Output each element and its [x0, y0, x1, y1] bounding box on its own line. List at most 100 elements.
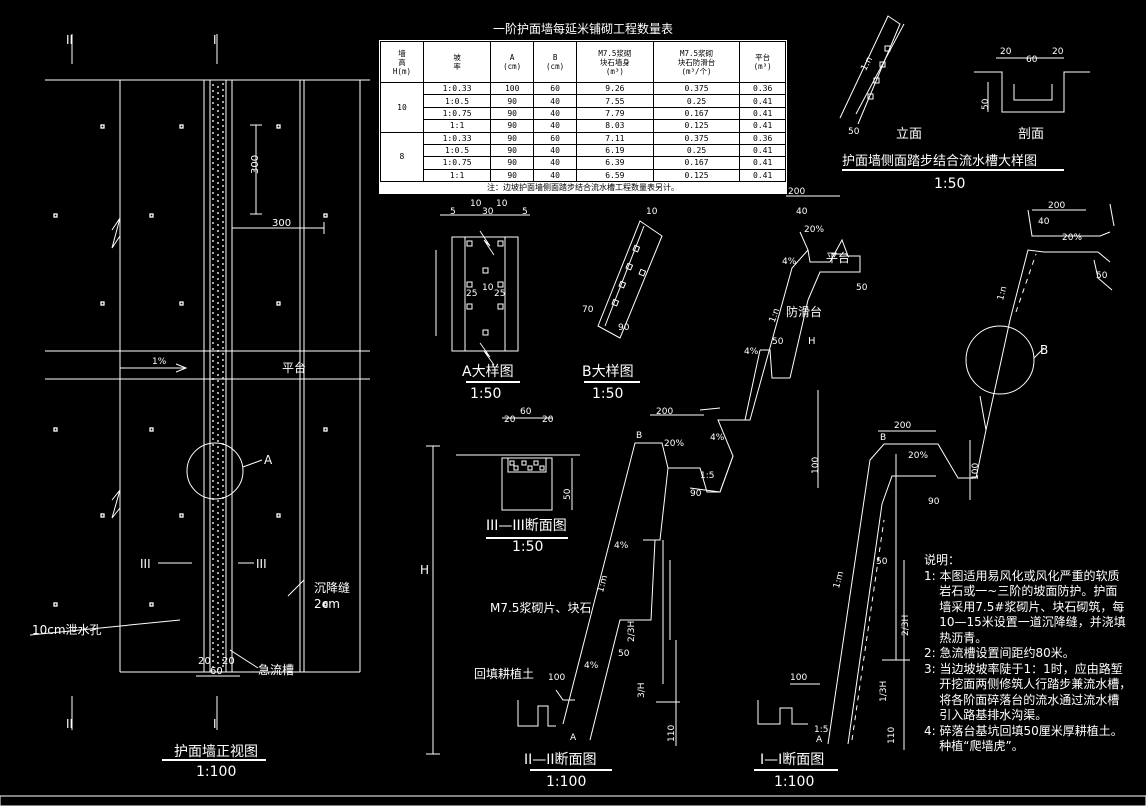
dim-50-elev: 50	[848, 127, 860, 137]
dim-50-i-upper: 50	[1096, 271, 1108, 281]
dim-10-a-mid: 10	[482, 283, 494, 293]
dim-60-iii: 60	[520, 407, 532, 417]
table-cell: 90	[490, 119, 535, 133]
dim-50-ii-upper: 50	[772, 337, 784, 347]
ratio-23h-i: 2/3H	[901, 615, 911, 636]
marker-a-ii: A	[570, 733, 577, 743]
table-cell: 6.59	[576, 168, 654, 183]
pct-20-i: 20%	[908, 451, 928, 461]
dim-25-a-left: 25	[466, 289, 477, 299]
dim-60-sec: 60	[1026, 55, 1038, 65]
table-header-cell: B(cm)	[533, 41, 578, 83]
table-cell: 0.375	[652, 131, 741, 145]
dim-90-i: 90	[928, 497, 940, 507]
table-cell: 1:0.33	[422, 131, 492, 145]
table-cell: 1:0.75	[422, 106, 492, 121]
table-cell: 0.41	[739, 168, 786, 183]
roman-ii-top: II	[66, 33, 73, 47]
roman-ii-bottom: II	[66, 717, 73, 731]
table-header-cell: 平台(m³)	[739, 41, 786, 83]
detail-b-marker: B	[1040, 343, 1048, 357]
dim-5-a-right: 5	[522, 207, 528, 217]
table-cell: 90	[490, 94, 535, 108]
dim-200-upper: 200	[788, 187, 805, 197]
dim-100-i-right: 100	[971, 463, 981, 480]
platform-ii-label: 平台	[826, 250, 850, 265]
notes-lines: 1: 本图适用易风化或风化严重的软质 岩石或一~三阶的坡面防护。护面 墙采用7.…	[924, 569, 1140, 755]
dim-40-upper: 40	[796, 207, 808, 217]
notes-line: 将各阶面碎落台的流水通过流水槽	[924, 692, 1120, 707]
marker-b-i: B	[880, 433, 886, 443]
height-label-upper: H	[808, 336, 816, 347]
pct-20-upper: 20%	[804, 225, 824, 235]
anti-slide-label: 防滑台	[786, 304, 822, 319]
table-header-cell: A(cm)	[490, 41, 535, 83]
table-cell: 1:0.33	[422, 81, 492, 96]
notes-line: 4: 碎落台基坑回填50厘米厚耕植土。	[924, 723, 1123, 738]
table-cell: 0.375	[652, 81, 741, 96]
pct-4-ii-c: 4%	[782, 257, 797, 267]
dim-100-i: 100	[790, 673, 807, 683]
ratio-n-upper: 1:n	[768, 307, 782, 324]
table-cell: 0.41	[739, 156, 786, 170]
notes-line: 墙采用7.5#浆砌片、块石砌筑，每	[924, 599, 1125, 614]
table-cell: 40	[533, 156, 578, 170]
table-cell: 0.25	[652, 94, 741, 108]
table-cell: 0.125	[652, 168, 741, 183]
dim-50-ii: 50	[618, 649, 630, 659]
notes-line: 3: 当边坡坡率陡于1：1时，应由路堑	[924, 661, 1123, 676]
pct-20-ii: 20%	[664, 439, 684, 449]
table-cell: 7.55	[576, 94, 654, 108]
notes-block: 说明： 1: 本图适用易风化或风化严重的软质 岩石或一~三阶的坡面防护。护面 墙…	[924, 553, 1140, 755]
section-i-title: I—I断面图	[760, 752, 824, 768]
roman-iii-left: III	[140, 557, 151, 571]
roman-i-top: I	[213, 33, 217, 47]
ratio-15-i: 1:5	[814, 725, 828, 735]
dim-300-vertical: 300	[250, 155, 261, 174]
table-cell: 0.125	[652, 119, 741, 133]
dim-70-b: 70	[582, 305, 594, 315]
table-cell: 100	[490, 81, 535, 96]
slope-label: 1%	[152, 357, 167, 367]
dim-50-upper: 50	[856, 283, 868, 293]
table-cell: 40	[533, 119, 578, 133]
table-cell: 6.39	[576, 156, 654, 170]
table-height-cell: 8	[380, 131, 424, 182]
section-iii-title: III—III断面图	[486, 518, 567, 534]
pct-4-ii-d: 4%	[614, 541, 629, 551]
section-iii-scale: 1:50	[512, 539, 543, 555]
table-cell: 90	[490, 168, 535, 183]
table-cell: 7.11	[576, 131, 654, 145]
side-details	[839, 15, 1090, 171]
table-cell: 1:1	[422, 168, 492, 183]
masonry-label: M7.5浆砌片、块石	[490, 600, 591, 615]
chute-label: 急流槽	[258, 662, 294, 677]
front-elevation	[29, 34, 370, 761]
dim-20-iii-right: 20	[542, 415, 554, 425]
detail-a-scale: 1:50	[470, 386, 501, 402]
table-cell: 0.167	[652, 156, 741, 170]
section-i-scale: 1:100	[774, 774, 814, 790]
dim-5-a-left: 5	[450, 207, 456, 217]
detail-b-title: B大样图	[582, 364, 634, 380]
pct-4-ii-e: 4%	[584, 661, 599, 671]
section-ii	[426, 195, 861, 771]
dim-30-a: 30	[482, 207, 494, 217]
dim-100-upper: 100	[811, 457, 821, 474]
table-cell: 8.03	[576, 119, 654, 133]
roman-iii-right: III	[256, 557, 267, 571]
ratio-23h-ii: 2/3H	[627, 621, 637, 642]
ratio-m-ii: 1:m	[596, 574, 610, 594]
elevation-label: 立面	[896, 127, 922, 142]
backfill-label: 回填耕植土	[474, 666, 534, 681]
ratio-15-ii: 1:5	[700, 471, 714, 481]
notes-line: 热沥青。	[924, 630, 988, 645]
dim-20-sec-right: 20	[1052, 47, 1064, 57]
